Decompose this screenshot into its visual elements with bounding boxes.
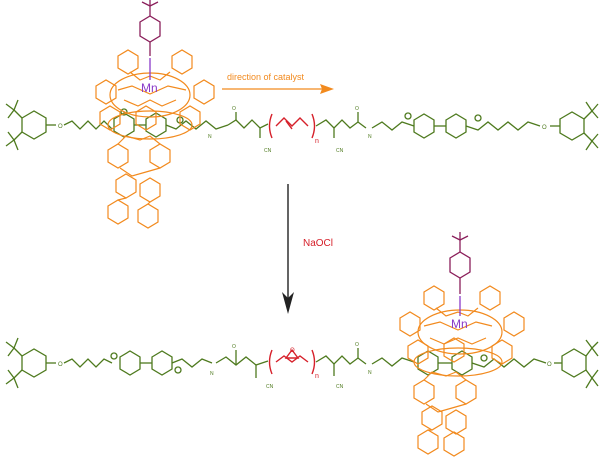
top-repeat-n: n — [315, 138, 319, 145]
top-right-carbonyl-o: O — [355, 106, 359, 112]
top-right-amide-n: N — [368, 134, 372, 140]
bottom-left-amide-n: N — [210, 371, 214, 377]
top-left-carbonyl-o: O — [232, 106, 236, 112]
bottom-right-cn: CN — [336, 384, 344, 390]
top-left-amide — [227, 119, 269, 129]
bottom-axial-ligand — [449, 232, 471, 294]
bottom-right-stopper — [554, 339, 599, 389]
reaction-arrow-head — [282, 292, 294, 314]
bottom-polymer-unit — [268, 348, 316, 375]
top-right-viologen — [404, 112, 482, 139]
top-rotaxane: O N O CN n CN O N — [5, 0, 599, 229]
top-right-stopper — [550, 101, 599, 151]
direction-label: direction of catalyst — [227, 72, 305, 82]
top-manganese-label: Mn — [141, 81, 158, 95]
bottom-right-chain — [471, 358, 547, 368]
top-left-stopper — [5, 99, 56, 151]
top-left-cn: CN — [264, 148, 272, 154]
bottom-right-linker — [371, 357, 415, 367]
bottom-right-amide-n: N — [368, 370, 372, 376]
bottom-right-carbonyl-o: O — [355, 342, 359, 348]
bottom-repeat-n: n — [315, 373, 319, 380]
top-polymer-unit — [268, 113, 316, 139]
bottom-left-oxygen: O — [58, 362, 63, 368]
bottom-rotaxane: O N O CN O n CN O N — [5, 232, 599, 457]
top-left-linker — [165, 120, 229, 130]
bottom-catalyst-ring — [399, 285, 525, 457]
top-left-chain — [63, 120, 113, 130]
bottom-manganese-label: Mn — [451, 317, 468, 331]
top-left-oxygen: O — [58, 124, 63, 130]
direction-arrow-head — [320, 84, 334, 94]
bottom-left-amide — [215, 356, 269, 366]
bottom-left-cn: CN — [266, 384, 274, 390]
top-left-amide-n: N — [208, 134, 212, 140]
top-axial-ligand — [139, 0, 161, 56]
bottom-left-carbonyl-o: O — [232, 344, 236, 350]
bottom-left-chain — [63, 358, 113, 368]
bottom-left-linker — [171, 358, 213, 368]
top-catalyst-ring — [95, 49, 215, 229]
bottom-left-stopper — [5, 337, 56, 389]
reagent-label: NaOCl — [303, 238, 333, 249]
top-right-linker — [371, 121, 415, 131]
bottom-right-oxygen: O — [547, 362, 552, 368]
top-right-oxygen: O — [542, 125, 547, 131]
bottom-epoxide-o: O — [290, 348, 295, 354]
bottom-left-viologen — [110, 350, 182, 376]
top-right-chain — [465, 121, 541, 131]
top-right-cn: CN — [336, 148, 344, 154]
